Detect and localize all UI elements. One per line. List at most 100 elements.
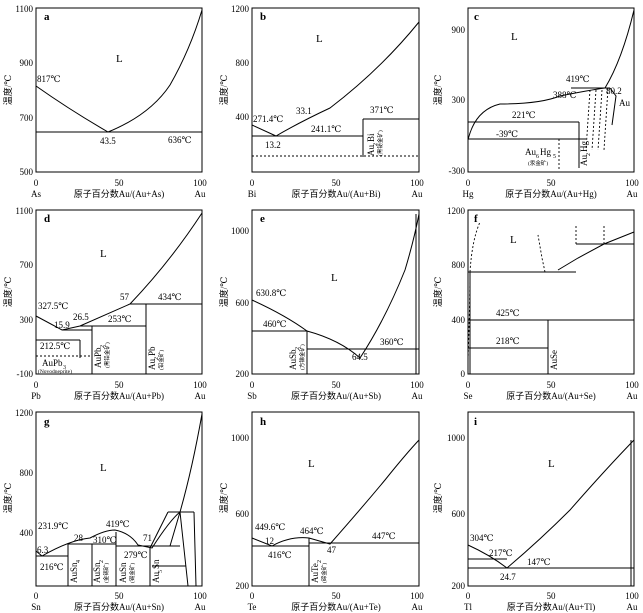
panel-h-label: 12 (265, 536, 274, 546)
panel-i-ytick: 1000 (447, 433, 466, 443)
panel-c-element: Hg (463, 189, 474, 199)
panel-c-compound-au2: Au (579, 155, 589, 166)
panel-g-label: 419℃ (106, 519, 130, 529)
panel-g-compound-text: AuSn (118, 562, 128, 583)
panel-d-au: Au (195, 391, 206, 401)
panel-g-frame (35, 411, 203, 587)
panel-f-ytick: 1200 (447, 206, 466, 216)
panel-h-compound-sub: 2 (317, 560, 323, 563)
panel-f: f 1200 800 400 0 温度/℃ 0 50 100 Se Au 原子百… (432, 206, 639, 401)
panel-b-ytick: 1200 (231, 4, 250, 14)
panel-d-label: 15.9 (54, 320, 70, 330)
panel-f-ytick: 400 (452, 315, 466, 325)
panel-c-compound-au6hg5: Au 6 Hg 5 (汞金矿) (525, 147, 556, 167)
panel-b-label: 371℃ (370, 105, 394, 115)
panel-d-compound-pb: Pb (147, 346, 157, 356)
panel-f-frame (467, 209, 635, 375)
panel-g-label: 231.9℃ (38, 521, 68, 531)
panel-i-element: Tl (464, 602, 472, 612)
panel-a-L: L (116, 53, 123, 65)
panel-a-au: Au (195, 189, 206, 199)
panel-e-L: L (331, 272, 338, 284)
panel-d-compound-sub: 2 (100, 345, 106, 348)
panel-h-ytick: 200 (236, 581, 250, 591)
panel-e-label: 630.8℃ (256, 288, 286, 298)
panel-c-compound-sub: 5 (553, 154, 556, 160)
panel-h-ylabel: 温度/℃ (218, 483, 229, 514)
panel-g-ytick: 1200 (15, 408, 34, 418)
panel-i-ytick: 600 (452, 509, 466, 519)
panel-c-label: -39℃ (496, 129, 518, 139)
panel-g-liquidus (35, 413, 203, 557)
panel-d-xlabel: 原子百分数Au/(Au+Pb) (74, 390, 164, 401)
panel-e-au: Au (412, 391, 423, 401)
panel-d-compound-au2pb: Au 2 Pb (铅金矿) (147, 346, 165, 370)
panel-d-mineral: (黑铅金矿) (103, 342, 111, 368)
panel-b-ylabel: 温度/℃ (218, 75, 229, 106)
panel-g-mineral: (锡金矿) (128, 563, 136, 583)
panel-h-xtick: 0 (250, 591, 255, 601)
panel-a-ytick: 1100 (15, 4, 33, 14)
panel-c-ytick: -300 (449, 166, 466, 176)
panel-h-element: Te (248, 602, 257, 612)
panel-b-xtick: 50 (332, 178, 342, 188)
panel-d-ytick: 1100 (15, 206, 33, 216)
panel-g-L: L (100, 462, 107, 474)
panel-h-compound: AuTe 2 (碲金矿) (310, 560, 328, 583)
panel-c-xlabel: 原子百分数Au/(Au+Hg) (505, 188, 597, 199)
panel-e-compound-sub: 2 (295, 347, 301, 350)
panel-i-letter: i (474, 416, 477, 428)
panel-b-letter: b (260, 11, 266, 23)
panel-h-label: 416℃ (268, 550, 292, 560)
panel-c-compound-hg2: Hg (579, 141, 589, 152)
panel-b-compound-au: Au (366, 145, 376, 156)
panel-a-letter: a (44, 11, 50, 23)
panel-e-label: 460℃ (263, 319, 287, 329)
panel-c-frame (467, 7, 635, 173)
panel-h-mineral: (碲金矿) (320, 563, 328, 583)
panel-b-xlabel: 原子百分数Au/(Au+Bi) (291, 188, 380, 199)
panel-c: c 900 300 -300 温度/℃ 0 50 100 Hg Au 原子百分数… (432, 7, 639, 199)
panel-i-xlabel: 原子百分数Au/(Au+Tl) (507, 601, 596, 612)
panel-g-compound-text: AuSn (92, 562, 102, 583)
panel-i-ytick: 200 (452, 581, 466, 591)
panel-d-xtick: 100 (193, 380, 207, 390)
panel-d-ytick: 300 (20, 315, 34, 325)
panel-b-compound: Au 2 Bi (黑铋金矿) (366, 130, 384, 156)
panel-f-label: 218℃ (496, 336, 520, 346)
panel-a-xtick: 50 (115, 178, 125, 188)
panel-a-ytick: 500 (20, 167, 34, 177)
panel-c-compound-sub: 2 (586, 153, 592, 156)
panel-d-element: Pb (31, 391, 41, 401)
panel-d-compound-aupb2: AuPb 2 (黑铅金矿) (93, 342, 111, 368)
panel-e-compound-text: AuSb (288, 349, 298, 370)
panel-b-label: 241.1℃ (311, 124, 341, 134)
panel-a-label: 636℃ (168, 135, 192, 145)
panel-d-label: 434℃ (158, 292, 182, 302)
panel-a-label: 43.5 (100, 136, 116, 146)
panel-e-xlabel: 原子百分数Au/(Au+Sb) (291, 390, 381, 401)
panel-f-xtick: 100 (625, 380, 639, 390)
panel-d-liquidus (35, 212, 203, 331)
panel-e-letter: e (260, 213, 265, 225)
panel-h-ytick: 1000 (231, 433, 250, 443)
panel-g-compound-sub: 2 (99, 560, 105, 563)
panel-g-label: 71 (143, 533, 152, 543)
panel-b-L: L (316, 33, 323, 45)
panel-g-xtick: 100 (193, 591, 207, 601)
panel-h-label: 47 (327, 545, 337, 555)
panel-d-mineral: (Novodneprite) (38, 368, 72, 375)
panel-d-letter: d (44, 213, 50, 225)
panel-i-label: 147℃ (527, 557, 551, 567)
panel-g: g 1200 800 400 温度/℃ 0 50 100 Sn Au 原子百分数… (2, 408, 207, 612)
panel-d-label: 253℃ (108, 314, 132, 324)
panel-g-label: 28 (74, 533, 84, 543)
panel-f-au: Au (627, 391, 638, 401)
panel-e-frame (251, 209, 420, 375)
panel-c-compound-sub: 6 (536, 154, 539, 160)
panel-g-compound-sub: 4 (76, 560, 82, 563)
panel-f-dashed-mid (537, 234, 546, 273)
panel-h-L: L (308, 458, 315, 470)
panel-f-xtick: 50 (547, 380, 557, 390)
